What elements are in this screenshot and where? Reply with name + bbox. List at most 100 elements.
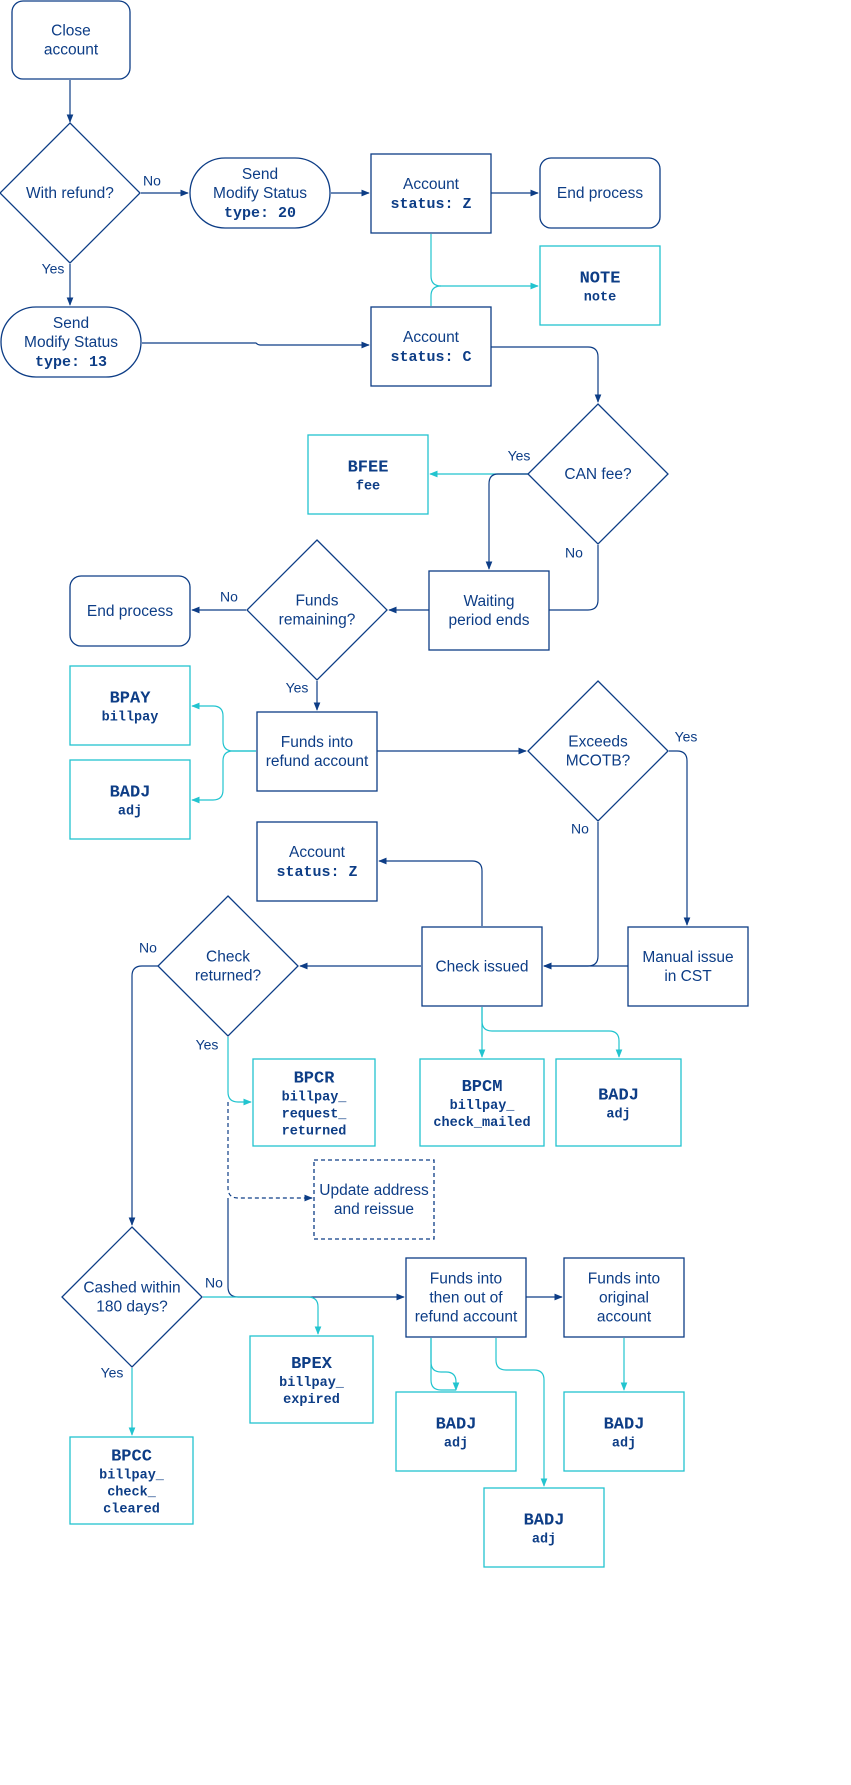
process-shape	[421, 926, 543, 1007]
process-shape	[370, 153, 492, 234]
connector-edge	[481, 1007, 623, 1058]
node-text: and reissue	[334, 1201, 414, 1218]
node-text: Close	[51, 23, 91, 40]
node-text: Cashed within	[83, 1280, 180, 1297]
edge-label-cashed-yes: Yes	[101, 1365, 124, 1381]
connector-edge	[191, 702, 256, 752]
node-text: billpay_	[282, 1091, 348, 1106]
edge-label-cashed-no: No	[205, 1275, 223, 1291]
node-text: account	[44, 42, 99, 59]
connector-edge	[669, 750, 691, 926]
node-can-fee: CAN fee?	[527, 403, 669, 545]
node-text: Modify Status	[213, 185, 307, 202]
node-close-account: Close account	[11, 0, 131, 80]
edge-label-funds-no: No	[220, 589, 238, 605]
node-text: Manual issue	[642, 949, 733, 966]
node-text: BADJ	[604, 1415, 645, 1434]
connector-edge	[227, 1037, 252, 1106]
edge-label-mcotb-no: No	[571, 821, 589, 837]
node-text: With refund?	[26, 185, 114, 202]
edges-layer	[66, 80, 691, 1487]
action-shape	[0, 306, 142, 378]
node-text: fee	[356, 480, 380, 495]
process-shape	[428, 570, 550, 651]
node-note: NOTE note	[539, 245, 661, 326]
node-text: Funds into	[281, 734, 353, 751]
decision-shape	[246, 539, 388, 681]
node-text: returned	[282, 1125, 347, 1140]
node-text: check_	[107, 1486, 157, 1501]
node-text: refund account	[266, 753, 369, 770]
node-text: Funds into	[430, 1271, 502, 1288]
connector-edge	[491, 346, 602, 403]
node-text: MCOTB?	[566, 753, 631, 770]
node-text: BADJ	[110, 783, 151, 802]
node-text: status: Z	[276, 864, 357, 881]
connector-edge	[388, 545, 599, 614]
node-text: BPCM	[462, 1078, 503, 1097]
edge-label-refund-yes: Yes	[42, 261, 65, 277]
node-text: Update address	[319, 1182, 429, 1199]
terminal-shape	[11, 0, 131, 80]
decision-shape	[527, 403, 669, 545]
node-text: NOTE	[580, 269, 621, 288]
node-text: cleared	[103, 1503, 160, 1518]
node-text: note	[584, 291, 616, 306]
node-text: original	[599, 1290, 649, 1307]
event-code-box	[483, 1487, 605, 1568]
node-text: check_mailed	[433, 1116, 530, 1131]
node-text: account	[597, 1309, 652, 1326]
edge-label-fee-yes: Yes	[508, 448, 531, 464]
node-end-process-top: End process	[539, 157, 661, 229]
node-text: BADJ	[598, 1086, 639, 1105]
node-text: then out of	[429, 1290, 503, 1307]
node-text: type: 20	[224, 205, 296, 222]
connector-edge	[191, 750, 256, 804]
node-text: Send	[242, 166, 278, 183]
node-text: Send	[53, 315, 89, 332]
node-text: 180 days?	[96, 1299, 168, 1316]
node-text: status: Z	[390, 196, 471, 213]
connector-edge	[430, 1338, 460, 1391]
connector-edge	[430, 1338, 456, 1391]
node-text: Check issued	[435, 959, 528, 976]
node-text: End process	[557, 185, 643, 202]
node-end-process-mid: End process	[69, 575, 191, 647]
node-text: Exceeds	[568, 734, 628, 751]
event-code-box	[563, 1391, 685, 1472]
connector-edge	[430, 285, 442, 306]
process-shape	[256, 711, 378, 792]
node-with-refund: With refund?	[0, 122, 141, 264]
process-shape	[405, 1257, 527, 1338]
node-text: remaining?	[279, 612, 356, 629]
event-code-box	[69, 665, 191, 746]
process-shape	[627, 926, 749, 1007]
event-code-box	[555, 1058, 682, 1147]
node-cashed-180: Cashed within 180 days?	[61, 1226, 203, 1368]
connector-edge	[203, 1296, 322, 1335]
node-text: adj	[532, 1533, 556, 1548]
node-text: adj	[612, 1437, 636, 1452]
connector-edge	[485, 473, 528, 570]
node-text: adj	[118, 805, 142, 820]
node-text: Check	[206, 949, 250, 966]
node-check-issued: Check issued	[421, 926, 543, 1007]
event-code-box	[249, 1335, 374, 1424]
edge-label-returned-no: No	[139, 940, 157, 956]
node-text: Account	[403, 176, 460, 193]
